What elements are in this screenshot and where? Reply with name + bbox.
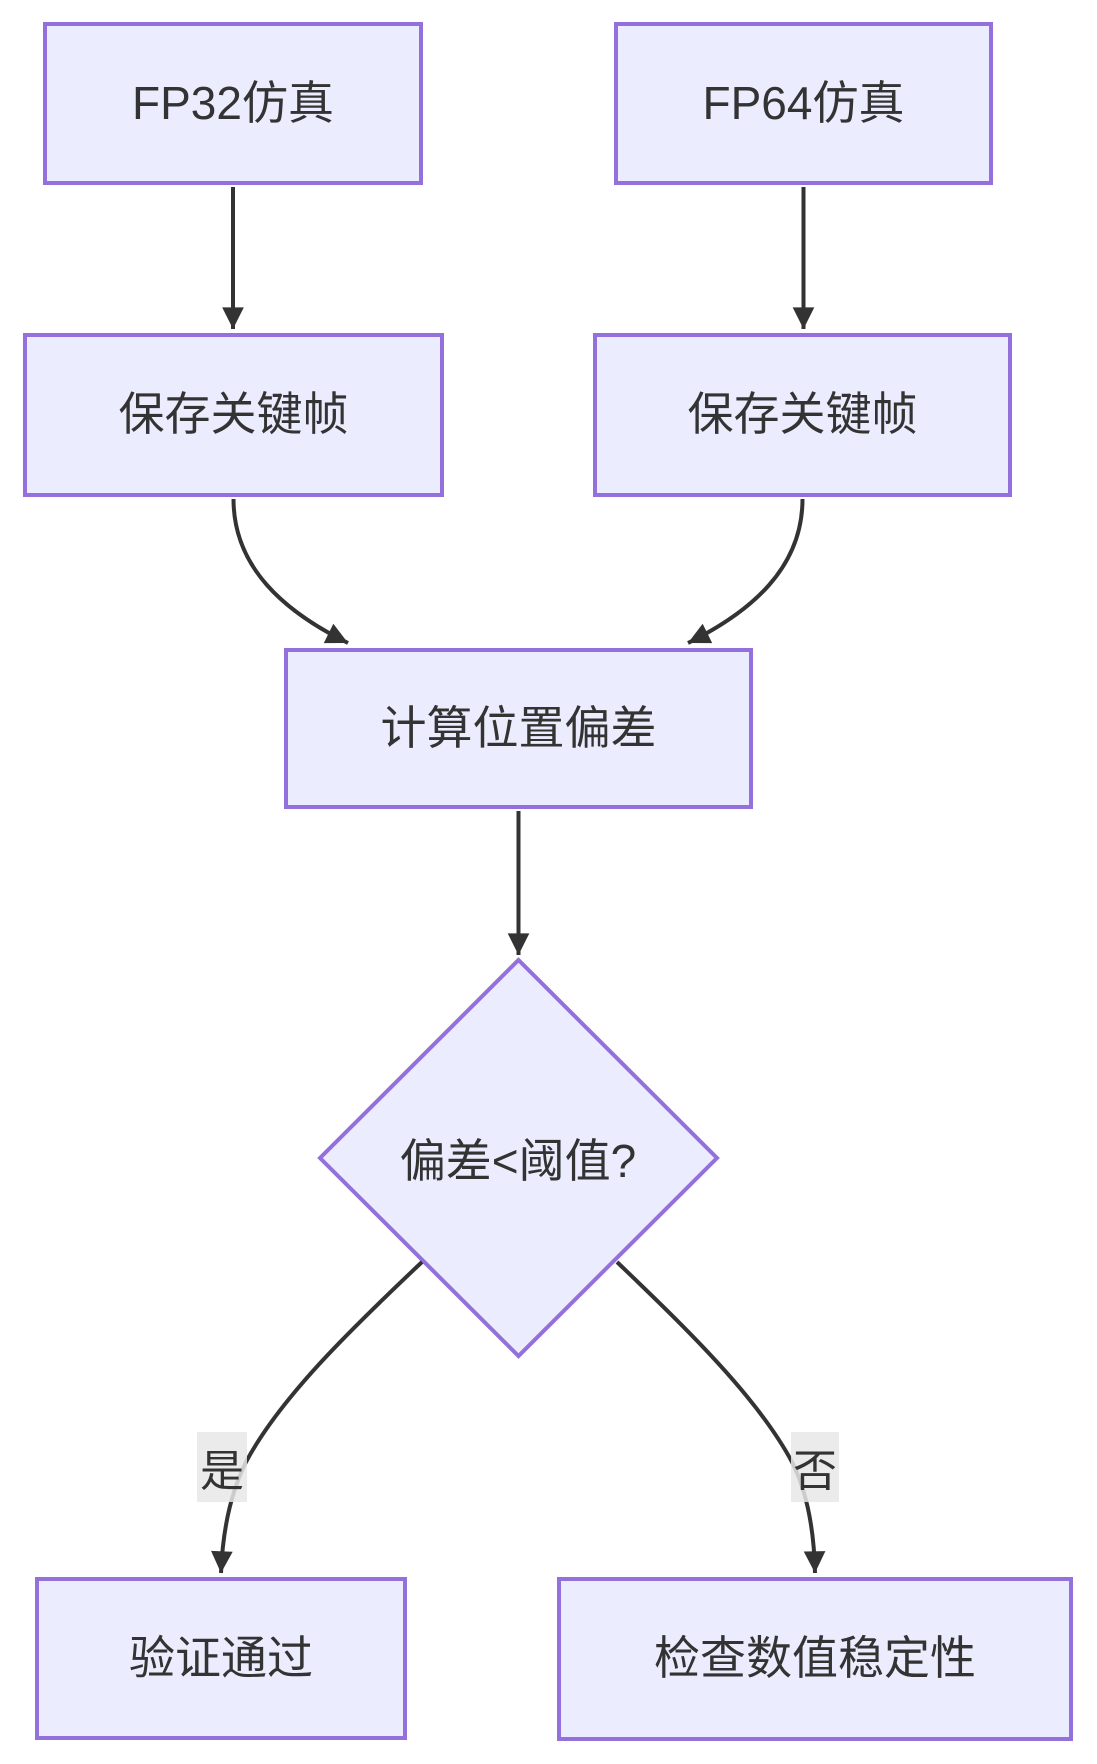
- node-save-keyframes-right: 保存关键帧: [593, 333, 1012, 497]
- node-label: 计算位置偏差: [380, 701, 657, 754]
- edge-label-text: 是: [200, 1447, 244, 1496]
- node-fp64-simulation: FP64仿真: [614, 22, 993, 185]
- decision-diamond-shape: [317, 957, 720, 1359]
- edge-decision-to-pass: [211, 1260, 424, 1574]
- edge-decision-to-check: [615, 1260, 826, 1574]
- node-label: FP32仿真: [132, 76, 334, 129]
- node-label: 检查数值稳定性: [654, 1632, 976, 1685]
- edge-saveright-to-compute: [687, 498, 805, 645]
- edge-label-no: 否: [791, 1432, 839, 1502]
- node-label: 保存关键帧: [687, 388, 918, 441]
- edge-label-yes: 是: [197, 1432, 247, 1502]
- node-check-numerical-stability: 检查数值稳定性: [557, 1577, 1073, 1741]
- node-fp32-simulation: FP32仿真: [43, 22, 423, 185]
- node-label: 偏差<阈值?: [399, 1135, 637, 1187]
- node-label: 保存关键帧: [118, 388, 349, 441]
- node-label: FP64仿真: [702, 76, 905, 129]
- node-save-keyframes-left: 保存关键帧: [23, 333, 444, 497]
- edge-saveleft-to-compute: [231, 498, 349, 645]
- node-label: 验证通过: [129, 1631, 313, 1684]
- edge-label-text: 否: [793, 1447, 837, 1496]
- node-decision-label: 偏差<阈值?: [338, 1118, 698, 1198]
- node-compute-position-deviation: 计算位置偏差: [284, 648, 753, 809]
- node-verification-passed: 验证通过: [35, 1577, 407, 1740]
